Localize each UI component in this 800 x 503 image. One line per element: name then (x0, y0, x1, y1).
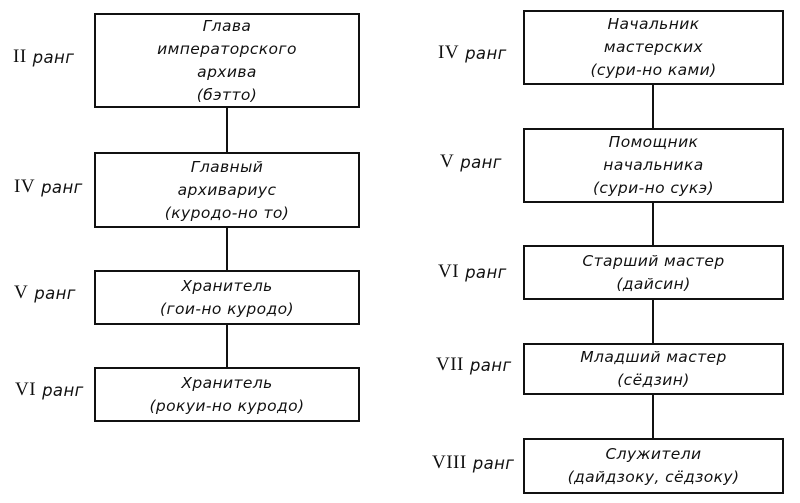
rank-numeral: V (440, 151, 455, 172)
rank-numeral: II (13, 46, 27, 67)
rank-label: V ранг (14, 280, 76, 306)
rank-word: ранг (41, 177, 83, 197)
connector-line (652, 85, 654, 128)
rank-label: VII ранг (436, 352, 512, 378)
connector-line (226, 325, 228, 367)
org-box-text: Главный архивариус (куродо-но то) (164, 157, 290, 222)
rank-label: IV ранг (438, 40, 507, 66)
org-box: Младший мастер (сёдзин) (523, 343, 784, 395)
org-box-text: Хранитель (рокуи-но куродо) (149, 373, 305, 415)
connector-line (226, 228, 228, 270)
rank-numeral: VII (436, 354, 464, 375)
rank-numeral: VI (438, 261, 460, 282)
org-box: Начальник мастерских (сури-но ками) (523, 10, 784, 85)
org-box: Помощник начальника (сури-но сукэ) (523, 128, 784, 203)
connector-line (652, 300, 654, 343)
rank-word: ранг (460, 152, 502, 172)
connector-line (652, 203, 654, 245)
connector-line (226, 108, 228, 152)
rank-label: VI ранг (15, 377, 84, 403)
rank-numeral: VI (15, 379, 37, 400)
rank-word: ранг (465, 262, 507, 282)
org-box-text: Помощник начальника (сури-но сукэ) (592, 133, 714, 197)
rank-label: VIII ранг (432, 450, 514, 476)
rank-label: VI ранг (438, 259, 507, 285)
org-box-text: Младший мастер (сёдзин) (580, 348, 727, 389)
org-box: Глава императорского архива (бэтто) (94, 13, 360, 108)
rank-word: ранг (34, 283, 76, 303)
org-box-text: Хранитель (гои-но куродо) (160, 276, 294, 318)
org-box-text: Служители (дайдзоку, сёдзоку) (567, 445, 740, 486)
org-box: Служители (дайдзоку, сёдзоку) (523, 438, 784, 494)
rank-word: ранг (472, 453, 515, 473)
rank-numeral: IV (14, 176, 36, 197)
rank-label: IV ранг (14, 174, 83, 200)
org-box: Главный архивариус (куродо-но то) (94, 152, 360, 228)
rank-label: II ранг (13, 44, 74, 70)
org-box: Старший мастер (дайсин) (523, 245, 784, 300)
rank-numeral: IV (438, 42, 460, 63)
connector-line (652, 395, 654, 438)
rank-numeral: VIII (432, 452, 467, 473)
rank-word: ранг (42, 380, 84, 400)
org-box: Хранитель (рокуи-но куродо) (94, 367, 360, 422)
rank-label: V ранг (440, 149, 502, 175)
org-box-text: Начальник мастерских (сури-но ками) (590, 15, 717, 79)
org-box: Хранитель (гои-но куродо) (94, 270, 360, 325)
rank-word: ранг (32, 47, 75, 67)
org-box-text: Глава императорского архива (бэтто) (157, 16, 297, 104)
org-box-text: Старший мастер (дайсин) (582, 251, 725, 293)
rank-numeral: V (14, 282, 29, 303)
rank-word: ранг (469, 355, 512, 375)
rank-word: ранг (465, 43, 507, 63)
